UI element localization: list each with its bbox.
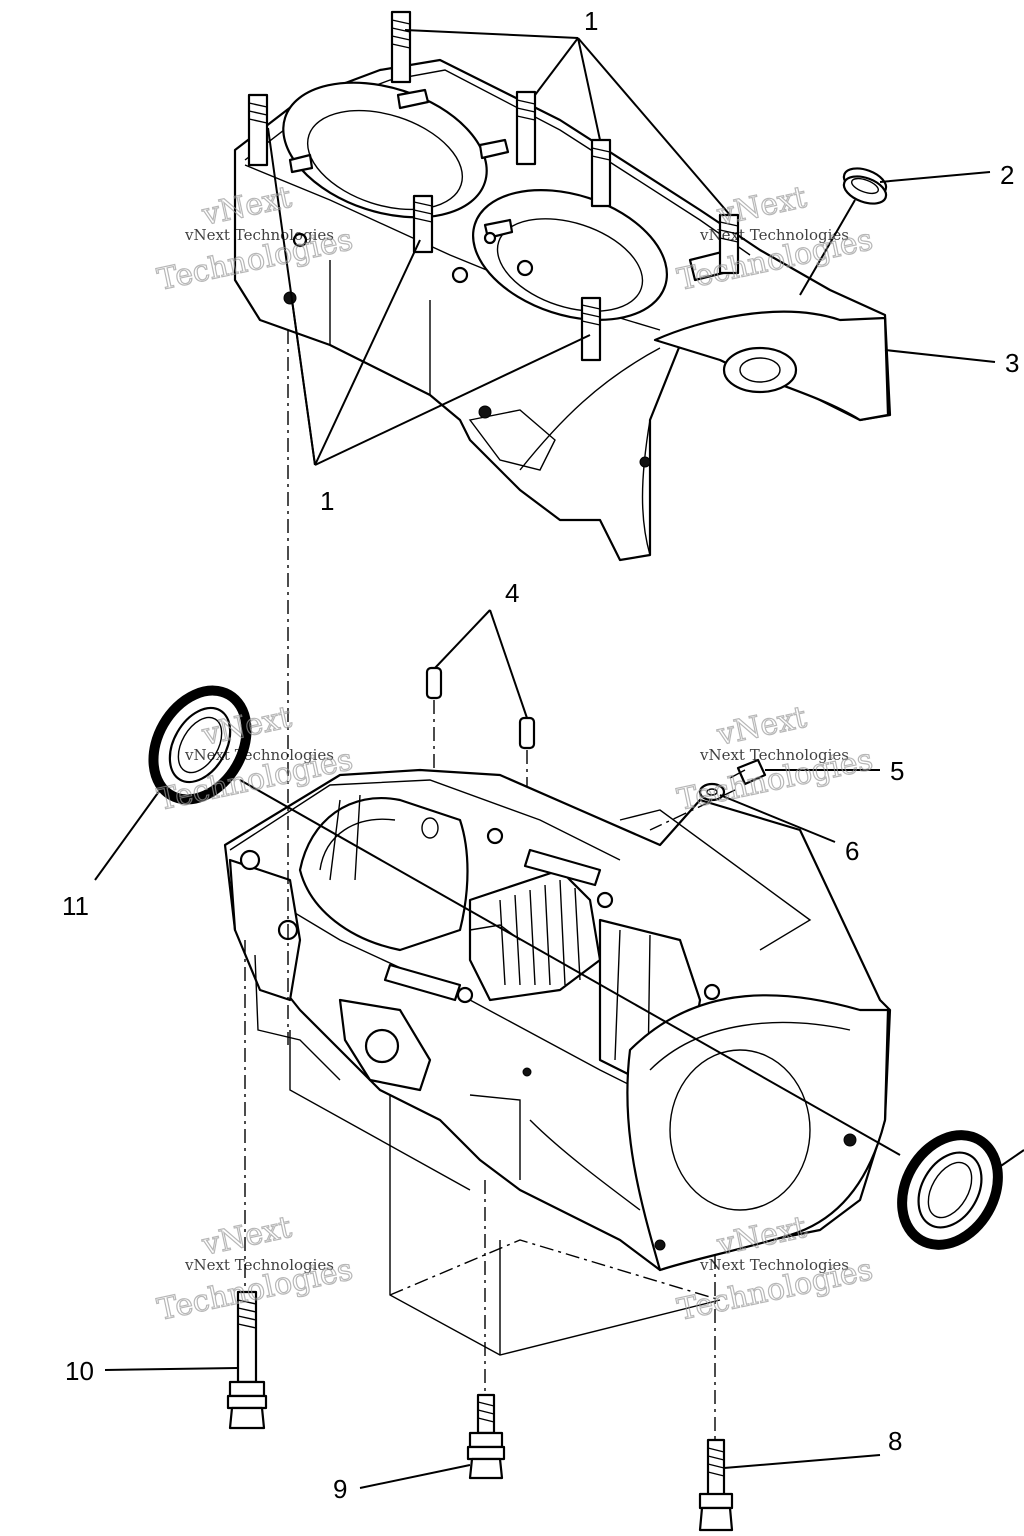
- dowel-pin-icon: [425, 609, 536, 1070]
- callout-3: 3: [1005, 348, 1019, 378]
- callout-4: 4: [505, 578, 519, 608]
- callout-8: 8: [888, 1426, 902, 1456]
- callout-2: 2: [1000, 160, 1014, 190]
- callout-labels: 1 2 3 1 4 5 6 11 10 8 9: [62, 6, 1019, 1504]
- callout-9: 9: [333, 1474, 347, 1504]
- callout-5: 5: [890, 756, 904, 786]
- bolt-10-icon: [226, 1290, 268, 1430]
- oil-seal-icon: [148, 685, 252, 805]
- svg-text:vNext Technologies: vNext Technologies: [184, 1256, 334, 1274]
- projection-lines: [239, 330, 901, 1445]
- svg-text:vNext Technologies: vNext Technologies: [184, 746, 334, 764]
- callout-10: 10: [65, 1356, 94, 1386]
- svg-text:vNext Technologies: vNext Technologies: [699, 226, 849, 244]
- crankcase-upper-icon: [233, 10, 892, 562]
- leader-lines-upper: [267, 29, 996, 466]
- o-ring-icon: [842, 167, 888, 205]
- svg-text:vNext Technologies: vNext Technologies: [699, 746, 849, 764]
- callout-1-bottom: 1: [320, 486, 334, 516]
- callout-6: 6: [845, 836, 859, 866]
- bolt-icon: [729, 758, 767, 786]
- callout-1-top: 1: [584, 6, 598, 36]
- bolt-9-icon: [466, 1393, 506, 1480]
- svg-text:vNext Technologies: vNext Technologies: [184, 226, 334, 244]
- crankcase-lower-icon: [223, 768, 892, 1272]
- washer-icon: [698, 782, 726, 802]
- svg-text:vNext Technologies: vNext Technologies: [699, 1256, 849, 1274]
- callout-11: 11: [62, 891, 89, 921]
- leader-lines-lower: [94, 769, 881, 1489]
- watermark: vNext vNext Technologies Technologies vN…: [154, 179, 877, 1328]
- oil-seal-right-icon: [897, 1130, 1024, 1250]
- bolt-8-icon: [698, 1438, 734, 1532]
